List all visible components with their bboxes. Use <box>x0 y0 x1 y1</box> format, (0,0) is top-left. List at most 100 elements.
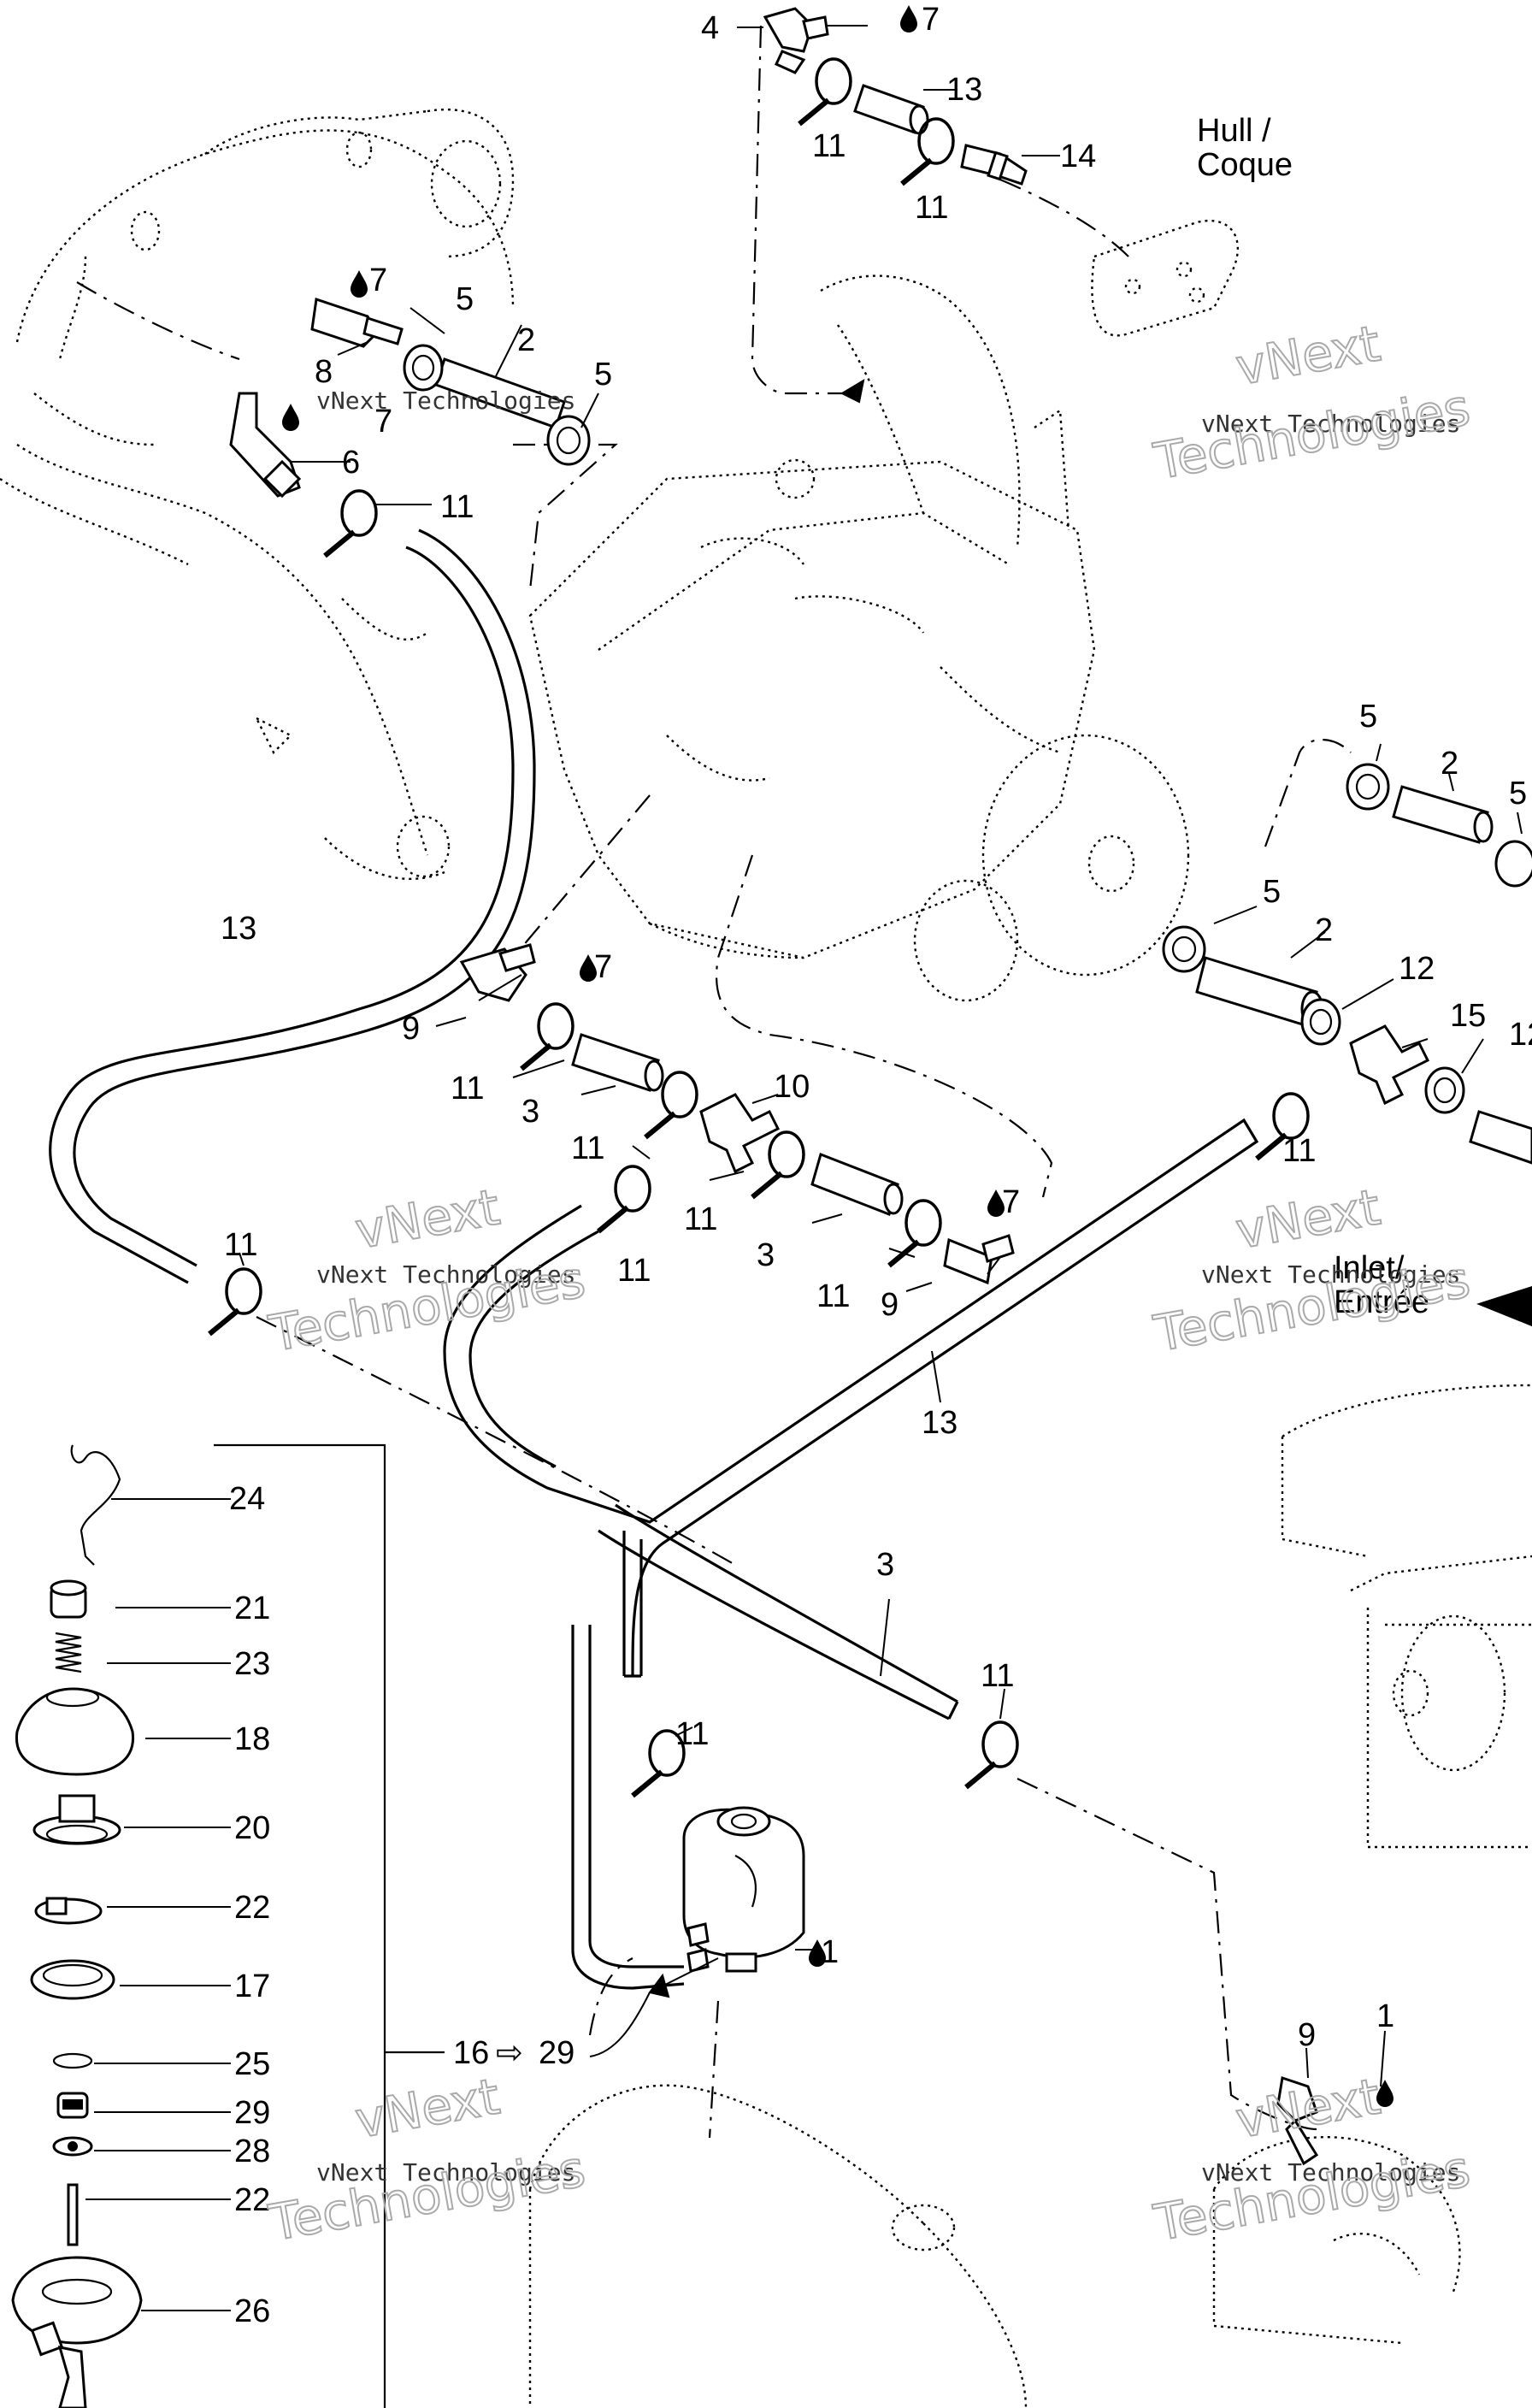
callout-9: 9 <box>881 1287 899 1323</box>
watermark-text: vNext <box>1232 2067 1385 2149</box>
clamp-12-b <box>1424 1066 1465 1114</box>
callout-11: 11 <box>675 1716 709 1752</box>
hose-segment-2-right <box>1392 785 1494 844</box>
leader-lines <box>85 25 1523 2311</box>
callout-2: 2 <box>1441 746 1458 782</box>
callout-9: 9 <box>1298 2017 1316 2053</box>
callout-20: 20 <box>234 1810 270 1846</box>
note-entree: Entrée <box>1334 1284 1429 1320</box>
fitting-4-elbow <box>763 7 829 74</box>
callout-12: 12 <box>1399 951 1435 987</box>
fitting-14 <box>960 144 1028 186</box>
hull-plate-outline <box>1091 219 1240 337</box>
clamp-5-upper-a <box>403 344 444 392</box>
valve-exploded-parts <box>11 1443 445 2408</box>
callout-27: 26 <box>234 2293 270 2329</box>
watermark-text: vNext Technologies <box>1201 1260 1460 1289</box>
watermark-text: vNext Technologies <box>1201 410 1460 438</box>
callout-7: 7 <box>369 263 387 298</box>
sealant-drop-icon <box>282 5 1394 2107</box>
callout-17: 17 <box>234 1968 270 2004</box>
watermark-text: Technologies <box>1150 378 1475 491</box>
callout-5: 5 <box>456 281 474 317</box>
callout-6: 6 <box>342 445 360 481</box>
callout-11: 11 <box>915 190 948 226</box>
fitting-10-tee <box>699 1093 781 1174</box>
watermark-text: vNext <box>1232 1177 1385 1260</box>
callout-14: 14 <box>1060 139 1096 174</box>
watermark-text: vNext Technologies <box>316 2158 575 2187</box>
callout-25: 24 <box>229 1481 265 1517</box>
hose-3-lower <box>598 1503 959 1720</box>
hose-segment-13-top <box>853 84 929 135</box>
callout-7: 7 <box>1002 1184 1020 1220</box>
clamp-5-right-a <box>1346 763 1390 811</box>
hose-13-lower <box>443 1118 1259 1677</box>
note-hull: Hull / <box>1197 113 1271 149</box>
hose-segment-right-edge <box>1469 1110 1532 1165</box>
engine-outline <box>528 274 1190 1002</box>
fitting-9-bottom <box>1276 2076 1319 2166</box>
fitting-9-lower <box>943 1234 1015 1285</box>
hose-vertical <box>571 1531 685 1990</box>
jet-pump-outline <box>1281 1384 1532 1849</box>
fitting-6-elbow <box>229 392 302 499</box>
callout-12: 12 <box>1509 1017 1532 1053</box>
watermark-text: vNext <box>351 1177 504 1260</box>
callout-8: 8 <box>315 354 333 390</box>
watermark-text: vNext Technologies <box>316 1260 575 1289</box>
callout-9: 9 <box>402 1011 420 1047</box>
callout-4: 4 <box>701 10 719 46</box>
callout-18: 18 <box>234 1721 270 1757</box>
fitting-9-upper <box>459 943 536 1002</box>
callout-3: 3 <box>876 1547 894 1583</box>
callout-13: 13 <box>946 72 982 108</box>
watermark-text: vNext Technologies <box>316 387 575 415</box>
callout-5: 5 <box>1263 874 1281 910</box>
hose-segment-3-upper <box>571 1033 664 1092</box>
group-callout-from: 16 <box>453 2035 489 2071</box>
callout-1: 1 <box>821 1934 839 1970</box>
callout-29: 29 <box>234 2095 270 2131</box>
callout-13: 13 <box>922 1405 958 1441</box>
notes: Hull / Coque Inlet/ Entrée <box>1197 113 1429 1320</box>
fitting-8 <box>310 298 404 348</box>
group-callout-arrow: ⇨ <box>496 2035 523 2071</box>
callout-2: 2 <box>1315 912 1333 948</box>
arrow-icon <box>648 378 1532 1998</box>
callout-3: 3 <box>521 1094 539 1130</box>
callout-11: 11 <box>816 1278 850 1314</box>
callout-10: 10 <box>774 1069 810 1105</box>
callout-23: 22 <box>234 2182 270 2218</box>
callout-22: 21 <box>234 1591 270 1626</box>
clamp-12-a <box>1300 998 1341 1046</box>
callout-11: 11 <box>1282 1133 1316 1169</box>
fitting-15-tee <box>1349 1024 1430 1106</box>
callout-21: 22 <box>234 1890 270 1926</box>
callout-5: 5 <box>1359 699 1377 735</box>
callout-11: 11 <box>812 128 846 164</box>
callout-11: 11 <box>440 489 474 525</box>
valve-assembly-16 <box>682 1806 805 1973</box>
callout-1: 1 <box>1376 1998 1394 2034</box>
muffler-outline <box>528 2084 1028 2408</box>
hose-13-main <box>49 528 536 1284</box>
callout-26: 25 <box>234 2046 270 2082</box>
note-coque: Coque <box>1197 147 1293 183</box>
filter-outline <box>1212 2135 1461 2345</box>
watermark-text: vNext Technologies <box>1201 2158 1460 2187</box>
callout-24: 23 <box>234 1646 270 1682</box>
callout-11: 11 <box>571 1130 604 1166</box>
callout-5: 5 <box>594 357 612 392</box>
callout-11: 11 <box>684 1201 717 1237</box>
watermark-text: Technologies <box>265 2139 590 2252</box>
clamp-5-right-b <box>1494 840 1532 888</box>
watermarks: vNext Technologies vNext Technologies vN… <box>264 313 1476 2253</box>
callout-11: 11 <box>224 1227 257 1263</box>
exhaust-manifold-outline <box>0 108 515 880</box>
callout-11: 11 <box>981 1658 1014 1694</box>
callout-7: 7 <box>922 2 940 38</box>
callout-28: 28 <box>234 2134 270 2169</box>
